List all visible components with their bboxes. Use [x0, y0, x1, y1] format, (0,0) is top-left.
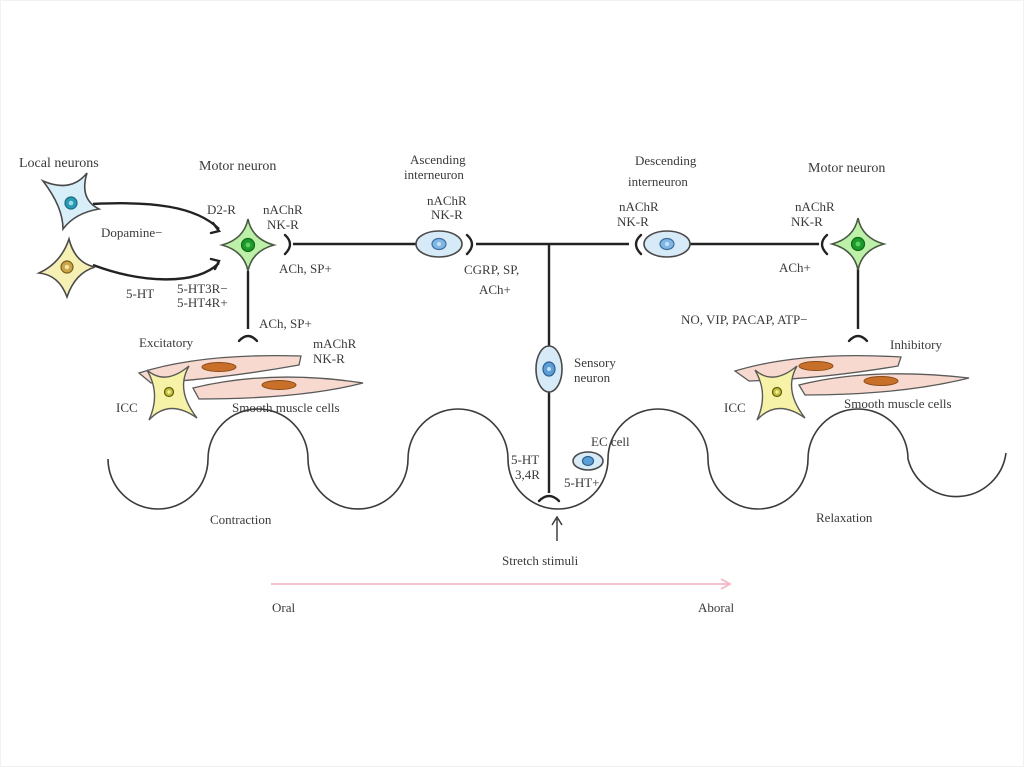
ec-cell: [572, 451, 604, 471]
muscle-nucleus: [863, 376, 899, 386]
label-ascending-1: Ascending: [410, 152, 466, 167]
label-sensory-2: neuron: [574, 370, 611, 385]
descending-interneuron: [643, 230, 691, 258]
label-ascending-2: interneuron: [404, 167, 464, 182]
label-icc-right: ICC: [724, 400, 746, 415]
icc-right: [754, 365, 806, 421]
sensory-terminal: [537, 494, 561, 503]
smooth-muscle-right: [733, 354, 970, 396]
muscle-nucleus: [201, 362, 237, 372]
muscle-nucleus: [261, 380, 297, 390]
label-5ht: 5-HT: [126, 286, 154, 301]
right-motor-terminal: [847, 334, 869, 343]
label-nkr-desc: NK-R: [617, 214, 649, 229]
label-contraction: Contraction: [210, 512, 272, 527]
gut-wall-wave: [107, 408, 1007, 510]
stretch-arrow-icon: [551, 515, 563, 541]
label-nkr-right: NK-R: [791, 214, 823, 229]
label-ach-asc: ACh+: [479, 282, 511, 297]
label-local-neurons: Local neurons: [19, 156, 99, 171]
label-motor-neuron-right: Motor neuron: [808, 161, 885, 176]
5ht-synapse: [209, 257, 221, 271]
label-icc-left: ICC: [116, 400, 138, 415]
label-nachr-asc: nAChR: [427, 193, 467, 208]
sensory-neuron: [535, 345, 563, 393]
oral-aboral-arrow-icon: [271, 578, 732, 590]
label-sensory-1: Sensory: [574, 355, 616, 370]
label-d2r: D2-R: [207, 202, 236, 217]
label-relaxation: Relaxation: [816, 510, 873, 525]
label-ach-right: ACh+: [779, 260, 811, 275]
label-nachr-left: nAChR: [263, 202, 303, 217]
dopamine-axon: [92, 202, 220, 230]
label-machr: mAChR: [313, 336, 357, 351]
ascending-interneuron: [415, 230, 463, 258]
label-ec-cell: EC cell: [591, 434, 630, 449]
icc-left: [146, 365, 198, 421]
label-5ht-plus: 5-HT+: [564, 475, 600, 490]
serotonin-axon: [92, 262, 220, 281]
label-5ht-34r-1: 5-HT: [511, 452, 539, 467]
local-neuron-serotonin: [35, 236, 96, 300]
label-smooth-muscle-left: Smooth muscle cells: [232, 400, 340, 415]
label-5ht3r: 5-HT3R−: [177, 281, 228, 296]
label-smooth-muscle-right: Smooth muscle cells: [844, 396, 952, 411]
label-ach-sp-down: ACh, SP+: [259, 316, 312, 331]
label-5ht4r: 5-HT4R+: [177, 295, 228, 310]
motor-neuron-left: [218, 218, 278, 272]
label-5ht-34r-2: 3,4R: [515, 467, 540, 482]
label-no-vip-pacap-atp: NO, VIP, PACAP, ATP−: [681, 312, 808, 327]
label-nkr-muscle: NK-R: [313, 351, 345, 366]
label-aboral: Aboral: [698, 600, 734, 615]
label-excitatory: Excitatory: [139, 335, 194, 350]
label-nkr-left: NK-R: [267, 217, 299, 232]
motor-neuron-right: [828, 217, 888, 271]
d2r-synapse: [209, 221, 222, 235]
ascending-output-synapse: [465, 233, 474, 256]
label-descending-2: interneuron: [628, 174, 688, 189]
label-motor-neuron-left: Motor neuron: [199, 159, 276, 174]
label-nachr-right: nAChR: [795, 199, 835, 214]
local-neuron-dopamine: [40, 172, 102, 232]
label-nkr-asc: NK-R: [431, 207, 463, 222]
label-ach-sp-left: ACh, SP+: [279, 261, 332, 276]
label-cgrp: CGRP, SP,: [464, 262, 519, 277]
muscle-nucleus: [798, 361, 834, 371]
label-stretch-stimuli: Stretch stimuli: [502, 553, 579, 568]
right-motor-input-synapse: [820, 233, 829, 256]
label-dopamine: Dopamine−: [101, 225, 162, 240]
left-motor-input-synapse: [283, 233, 292, 256]
descending-input-synapse: [634, 233, 643, 256]
label-oral: Oral: [272, 600, 295, 615]
left-motor-terminal: [237, 334, 259, 343]
label-descending-1: Descending: [635, 153, 697, 168]
label-inhibitory: Inhibitory: [890, 337, 942, 352]
label-nachr-desc: nAChR: [619, 199, 659, 214]
